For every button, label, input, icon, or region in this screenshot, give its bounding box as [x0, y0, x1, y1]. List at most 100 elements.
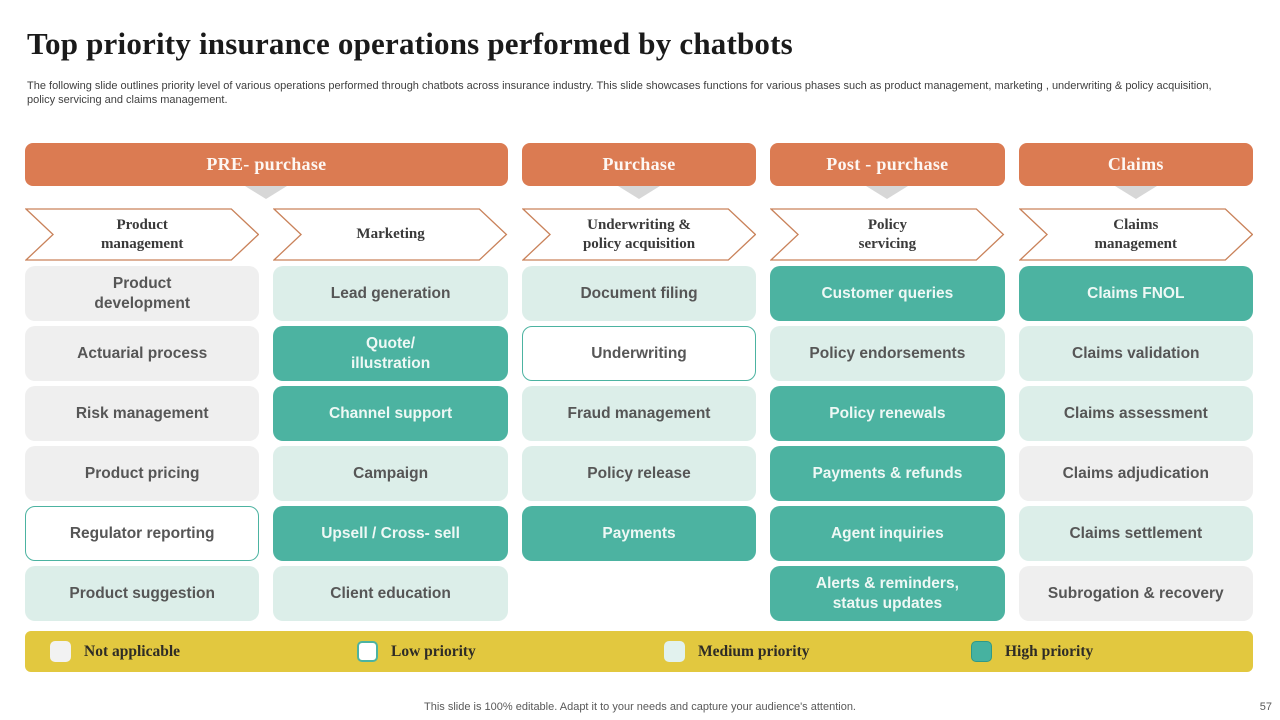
cell-label: Document filing [580, 284, 698, 302]
grid-cell: Agent inquiries [770, 506, 1005, 561]
grid-cell: Risk management [25, 386, 260, 441]
cell-label: Policy endorsements [809, 344, 966, 362]
cell-label: Channel support [329, 404, 453, 422]
stage-columns: Product management Product development A… [25, 208, 1253, 621]
cell-label: Quote/ illustration [350, 335, 431, 372]
phase-label: Post - purchase [826, 154, 949, 174]
cell-label: Actuarial process [77, 344, 208, 362]
cell-label: Claims validation [1072, 344, 1200, 362]
legend-label: Not applicable [84, 642, 181, 660]
grid-cell: Campaign [273, 446, 508, 501]
grid-cell: Actuarial process [25, 326, 260, 381]
chevron-arrow-shape [25, 208, 259, 261]
grid-cell: Alerts & reminders, status updates [770, 566, 1005, 621]
legend-label: Medium priority [698, 642, 810, 660]
cell-label: Campaign [353, 464, 429, 482]
stage-label: Claims management [1094, 216, 1178, 252]
column-product-management: Product management Product development A… [25, 208, 260, 621]
grid-cell: Product development [25, 266, 260, 321]
cell-label: Product suggestion [69, 584, 215, 602]
grid-cell: Regulator reporting [25, 506, 260, 561]
phase-label: Claims [1107, 154, 1164, 174]
cell-label: Subrogation & recovery [1047, 584, 1224, 602]
grid-cell: Document filing [521, 266, 757, 321]
cell-label: Lead generation [330, 284, 451, 302]
cell-label: Customer queries [821, 284, 954, 302]
grid-cell: Policy endorsements [770, 326, 1005, 381]
cell-label: Alerts & reminders, status updates [815, 575, 959, 612]
cell-label: Claims FNOL [1087, 284, 1185, 302]
grid-cell: Upsell / Cross- sell [273, 506, 508, 561]
phase-purchase: Purchase [521, 143, 757, 199]
chevron-arrow-shape [770, 208, 1004, 261]
slide-subtitle: The following slide outlines priority le… [27, 80, 1212, 107]
grid-cell: Channel support [273, 386, 508, 441]
cell-label: Product development [94, 275, 190, 312]
stage-chevron-underwriting: Underwriting & policy acquisition [522, 208, 756, 261]
grid-cell: Product suggestion [25, 566, 260, 621]
footer-note: This slide is 100% editable. Adapt it to… [424, 701, 856, 713]
legend-label: High priority [1005, 642, 1094, 660]
phase-header-row: PRE- purchase Purchase Post - purchase C… [25, 143, 1253, 199]
cell-label: Client education [330, 584, 451, 602]
grid-cell: Claims validation [1018, 326, 1253, 381]
legend-swatch-icon [971, 641, 992, 662]
column-claims-management: Claims management Claims FNOL Claims val… [1018, 208, 1253, 621]
column-marketing: Marketing Lead generation Quote/ illustr… [273, 208, 508, 621]
grid-cell: Payments [521, 506, 757, 561]
cell-label: Policy renewals [829, 404, 946, 422]
cell-label: Claims adjudication [1062, 464, 1209, 482]
grid-cell: Claims assessment [1018, 386, 1253, 441]
cell-label: Claims settlement [1069, 524, 1203, 542]
down-triangle-icon [245, 186, 288, 199]
stage-label: Policy servicing [858, 216, 917, 252]
column-underwriting-policy-acquisition: Underwriting & policy acquisition Docume… [521, 208, 757, 621]
grid-cell: Payments & refunds [770, 446, 1005, 501]
stage-label: Product management [100, 216, 184, 252]
stage-chevron-claims-management: Claims management [1019, 208, 1253, 261]
grid-cell: Quote/ illustration [273, 326, 508, 381]
phase-claims: Claims [1018, 143, 1253, 199]
legend-item-medium-priority: Medium priority [639, 641, 946, 662]
cell-label: Payments & refunds [812, 464, 963, 482]
column-policy-servicing: Policy servicing Customer queries Policy… [770, 208, 1005, 621]
cell-label: Regulator reporting [69, 524, 215, 542]
phase-pre-purchase: PRE- purchase [25, 143, 508, 199]
legend-swatch-icon [357, 641, 378, 662]
grid-cell: Customer queries [770, 266, 1005, 321]
grid-cell: Product pricing [25, 446, 260, 501]
legend-bar: Not applicable Low priority Medium prior… [25, 631, 1253, 672]
grid-cell: Subrogation & recovery [1018, 566, 1253, 621]
legend-item-not-applicable: Not applicable [25, 641, 332, 662]
cell-label: Payments [602, 524, 676, 542]
phase-label: PRE- purchase [206, 154, 327, 174]
grid-cell: Fraud management [521, 386, 757, 441]
down-triangle-icon [866, 186, 909, 199]
grid-cell: Claims FNOL [1018, 266, 1253, 321]
chevron-arrow-shape [273, 208, 507, 261]
slide-title: Top priority insurance operations perfor… [27, 26, 793, 61]
stage-label: Marketing [356, 226, 425, 243]
cell-label: Agent inquiries [830, 524, 944, 542]
legend-item-low-priority: Low priority [332, 641, 639, 662]
cell-label: Underwriting [591, 344, 687, 362]
grid-cell: Underwriting [521, 326, 757, 381]
grid-cell: Claims settlement [1018, 506, 1253, 561]
chevron-arrow-shape [1019, 208, 1253, 261]
grid-cell: Lead generation [273, 266, 508, 321]
cell-label: Upsell / Cross- sell [321, 524, 460, 542]
phase-label: Purchase [602, 154, 676, 174]
stage-chevron-marketing: Marketing [273, 208, 507, 261]
grid-cell: Client education [273, 566, 508, 621]
down-triangle-icon [617, 186, 660, 199]
stage-label: Underwriting & policy acquisition [582, 216, 696, 252]
cell-label: Claims assessment [1063, 404, 1208, 422]
cell-label: Fraud management [567, 404, 711, 422]
page-number: 57 [1259, 701, 1272, 713]
legend-item-high-priority: High priority [946, 641, 1253, 662]
grid-cell: Policy renewals [770, 386, 1005, 441]
legend-swatch-icon [664, 641, 685, 662]
stage-chevron-policy-servicing: Policy servicing [770, 208, 1004, 261]
down-triangle-icon [1114, 186, 1157, 199]
